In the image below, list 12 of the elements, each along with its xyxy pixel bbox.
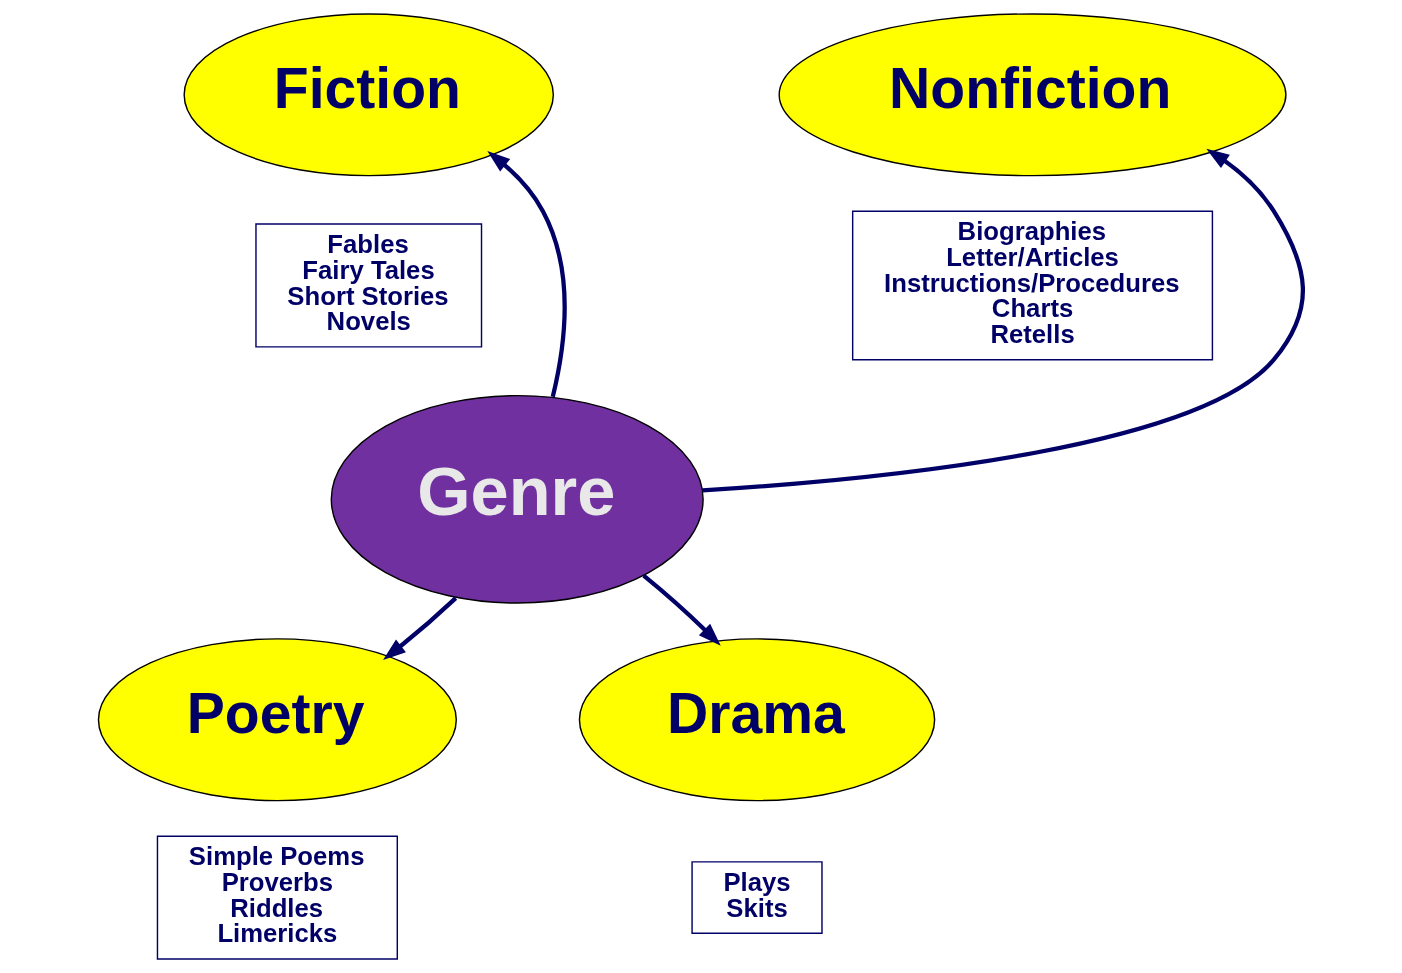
node-ellipse: Genre [330, 394, 704, 604]
arrow [487, 151, 567, 398]
node-box: Biographies Letter/Articles Instructions/Procedures Charts Retells [851, 210, 1214, 361]
node-ellipse: Drama [578, 638, 936, 802]
node-box: Fables Fairy Tales Short Stories Novels [255, 223, 483, 348]
node-ellipse: Nonfiction [778, 13, 1287, 177]
node-ellipse: Fiction [183, 13, 555, 177]
node-box: Plays Skits [691, 861, 823, 934]
arrow [702, 148, 1305, 493]
arrow [642, 574, 721, 646]
node-box: Simple Poems Proverbs Riddles Limericks [156, 835, 398, 960]
arrow [383, 596, 458, 661]
